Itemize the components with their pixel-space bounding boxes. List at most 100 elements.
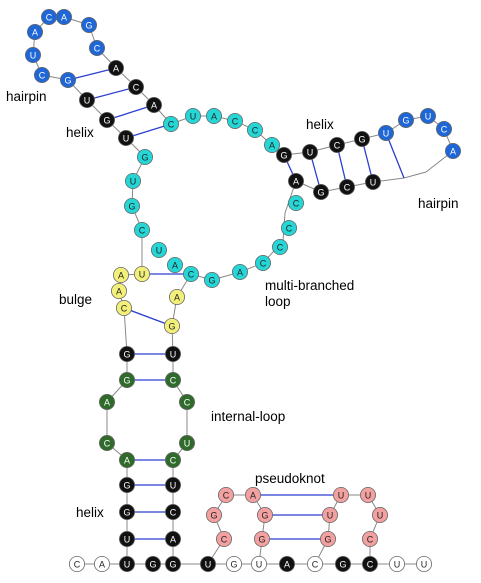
nucleotide-baseline: U	[199, 556, 216, 573]
nucleotide-stem-left: A	[99, 393, 116, 410]
svg-text:G: G	[149, 560, 156, 570]
nucleotide-baseline: C	[69, 556, 86, 573]
nucleotide-stem-left: U	[119, 531, 136, 548]
nucleotide-helix2-bottom: C	[338, 178, 355, 195]
svg-text:A: A	[61, 13, 67, 23]
svg-text:A: A	[116, 287, 122, 297]
nucleotide-pseudoknot: U	[332, 486, 349, 503]
svg-text:C: C	[232, 117, 239, 127]
svg-text:U: U	[139, 270, 146, 280]
nucleotide-pseudoknot: U	[321, 506, 338, 523]
svg-text:C: C	[121, 304, 128, 314]
nucleotide-baseline: A	[278, 556, 295, 573]
nucleotide-hairpin2-loop: C	[435, 121, 452, 138]
nucleotide-hairpin1-loop: G	[81, 16, 98, 33]
nucleotide-multiloop: U	[150, 241, 167, 258]
svg-text:C: C	[170, 456, 177, 466]
svg-text:C: C	[260, 259, 267, 269]
svg-text:U: U	[421, 560, 428, 570]
nucleotide-helix1-left: U	[118, 129, 135, 146]
nucleotide-multiloop: C	[254, 254, 271, 271]
label-multi-branched: multi-branched	[265, 278, 354, 293]
svg-text:U: U	[383, 129, 390, 139]
svg-text:U: U	[124, 560, 131, 570]
nucleotide-multiloop: C	[133, 221, 150, 238]
svg-text:G: G	[402, 116, 409, 126]
label-internal-loop: internal-loop	[211, 409, 285, 424]
svg-text:U: U	[338, 491, 345, 501]
svg-text:C: C	[139, 226, 146, 236]
nucleotide-baseline: U	[415, 556, 432, 573]
svg-text:G: G	[358, 135, 365, 145]
nucleotide-hairpin1-loop: C	[89, 40, 106, 57]
svg-text:U: U	[130, 177, 137, 187]
svg-text:U: U	[365, 491, 372, 501]
svg-text:A: A	[113, 64, 119, 74]
nucleotide-stem-left: A	[119, 451, 136, 468]
svg-text:A: A	[269, 141, 275, 151]
nucleotide-multiloop: G	[203, 271, 220, 288]
svg-text:G: G	[103, 116, 110, 126]
nucleotide-helix1-right: A	[108, 60, 125, 77]
svg-text:G: G	[128, 202, 135, 212]
svg-text:G: G	[169, 560, 176, 570]
svg-text:A: A	[118, 271, 124, 281]
svg-text:G: G	[85, 21, 92, 31]
nucleotide-stem-right: C	[164, 503, 181, 520]
svg-text:G: G	[123, 481, 130, 491]
svg-text:U: U	[327, 511, 334, 521]
nucleotide-baseline: U	[119, 556, 136, 573]
svg-text:U: U	[394, 560, 401, 570]
nucleotide-multiloop: C	[287, 194, 304, 211]
nucleotide-hairpin1-loop: C	[41, 8, 58, 25]
nucleotide-pseudoknot: G	[253, 531, 270, 548]
svg-text:G: G	[141, 153, 148, 163]
svg-text:U: U	[377, 511, 384, 521]
nucleotide-helix1-right: A	[145, 97, 162, 114]
svg-text:U: U	[370, 178, 377, 188]
nucleotide-hairpin2-loop: U	[419, 108, 436, 125]
svg-text:U: U	[84, 96, 91, 106]
nucleotide-helix2-top: G	[353, 130, 370, 147]
nucleotide-hairpin1-loop: U	[24, 47, 41, 64]
svg-text:U: U	[190, 112, 197, 122]
svg-text:G: G	[230, 560, 237, 570]
svg-text:C: C	[188, 270, 195, 280]
nucleotide-pseudoknot: G	[205, 506, 222, 523]
nucleotide-pseudoknot: U	[371, 506, 388, 523]
svg-text:G: G	[208, 276, 215, 286]
svg-text:A: A	[170, 535, 176, 545]
label-helix-top: helix	[66, 125, 94, 140]
svg-text:C: C	[46, 13, 53, 23]
nucleotide-bulge: C	[116, 299, 133, 316]
nucleotide-helix2-top: C	[328, 136, 345, 153]
svg-text:C: C	[286, 224, 293, 234]
svg-text:G: G	[123, 508, 130, 518]
nucleotide-stem-right: C	[178, 393, 195, 410]
nucleotide-pseudoknot: A	[244, 486, 261, 503]
svg-text:A: A	[284, 560, 290, 570]
svg-text:A: A	[293, 177, 299, 187]
nucleotide-stem-left: G	[119, 476, 136, 493]
svg-text:C: C	[223, 491, 230, 501]
nucleotide-helix2-bottom: G	[312, 183, 329, 200]
svg-text:C: C	[170, 508, 177, 518]
nucleotide-hairpin2-loop: G	[397, 112, 414, 129]
svg-text:A: A	[250, 491, 256, 501]
nucleotide-multiloop: A	[231, 263, 248, 280]
svg-text:G: G	[123, 376, 130, 386]
nucleotide-baseline: G	[334, 556, 351, 573]
svg-text:C: C	[334, 141, 341, 151]
nucleotide-multiloop: C	[226, 113, 243, 130]
svg-text:U: U	[256, 560, 263, 570]
base-pair-line	[385, 132, 405, 179]
nucleotide-helix2-bottom: U	[364, 173, 381, 190]
label-helix-right: helix	[306, 117, 334, 132]
svg-text:C: C	[74, 560, 81, 570]
svg-text:A: A	[450, 147, 456, 157]
svg-text:U: U	[170, 350, 177, 360]
backbone-line	[403, 171, 427, 179]
nucleotide-baseline: G	[144, 556, 161, 573]
nucleotide-helix1-left: G	[99, 112, 116, 129]
svg-text:U: U	[205, 560, 212, 570]
